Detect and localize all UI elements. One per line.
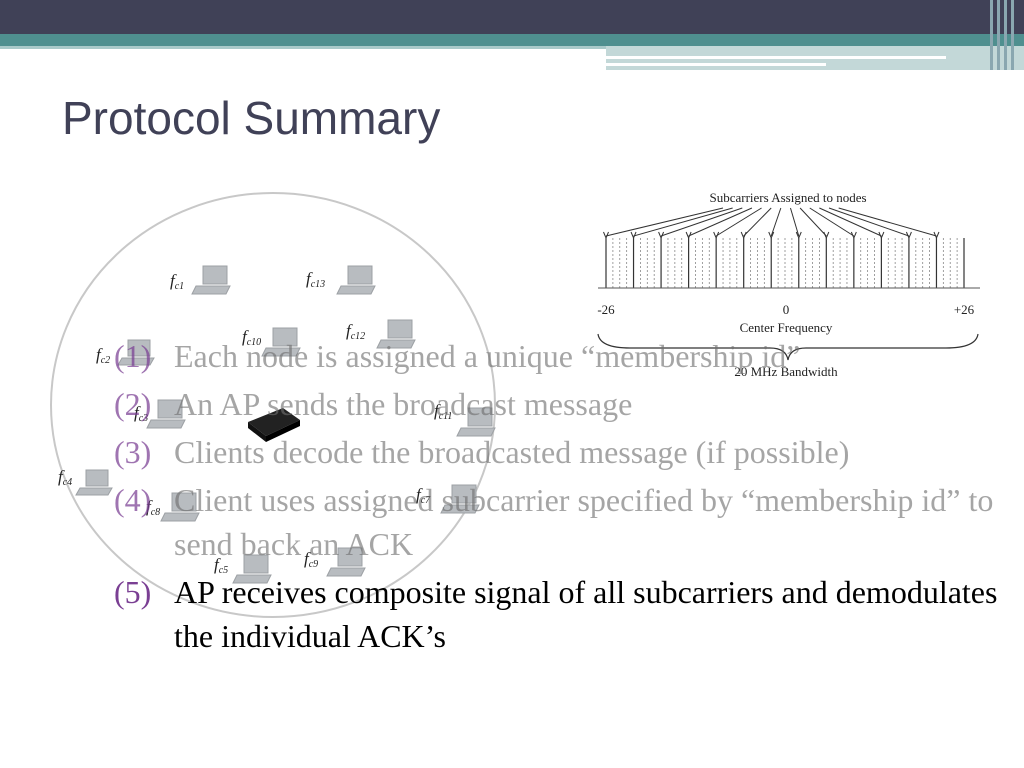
laptop-icon (75, 469, 113, 496)
list-item: (4) Client uses assigned subcarrier spec… (114, 478, 1014, 566)
laptop-icon (326, 547, 366, 577)
protocol-steps-list: (1) Each node is assigned a unique “memb… (114, 334, 1014, 662)
laptop-icon (336, 265, 376, 295)
assignment-arrow (799, 207, 827, 237)
assignment-arrow (660, 207, 743, 237)
node-label-c1: fc1 (170, 271, 184, 292)
header-accent-line (606, 56, 946, 59)
step-text: Clients decode the broadcasted message (… (174, 434, 850, 470)
step-number: (4) (114, 482, 152, 518)
list-item: (2) An AP sends the broadcast message (114, 382, 1014, 426)
node-label-c8: fc8 (146, 497, 160, 518)
assignment-arrow (688, 207, 753, 237)
node-label-c5: fc5 (214, 555, 228, 576)
laptop-icon (376, 319, 416, 349)
laptop-icon (191, 265, 231, 295)
bandwidth-brace (597, 333, 979, 361)
arrowhead (878, 231, 885, 240)
access-point-icon (248, 408, 300, 442)
arrowhead (933, 231, 940, 240)
node-label-c11: fc11 (434, 401, 452, 422)
assignment-arrow (819, 207, 882, 237)
assignment-arrows (603, 207, 940, 240)
arrowhead (603, 231, 609, 240)
assignment-arrow (633, 207, 733, 237)
arrowhead (658, 231, 665, 240)
laptop-icon (232, 554, 272, 584)
arrowhead (630, 231, 637, 240)
tick-left-label: -26 (597, 302, 615, 317)
assignment-arrow (715, 207, 762, 237)
list-item: (5) AP receives composite signal of all … (114, 570, 1014, 658)
tick-center-label: 0 (783, 302, 790, 317)
step-text: Client uses assigned subcarrier specifie… (174, 482, 994, 562)
list-item: (3) Clients decode the broadcasted messa… (114, 430, 1014, 474)
subcarrier-lines (605, 238, 965, 288)
step-number: (5) (114, 574, 152, 610)
laptop-icon (440, 484, 480, 514)
assignment-arrow (743, 207, 772, 237)
header-accent-line-2 (606, 63, 826, 66)
node-label-c2: fc2 (96, 345, 110, 366)
header-bar-dark (0, 0, 1024, 34)
arrowhead (905, 231, 912, 240)
step-text: An AP sends the broadcast message (174, 386, 633, 422)
node-label-c4: fc4 (58, 467, 72, 488)
header-bar-teal (0, 34, 1024, 46)
node-label-c10: fc10 (242, 327, 261, 348)
node-label-c12: fc12 (346, 321, 365, 342)
axis-label: Center Frequency (740, 320, 833, 335)
laptop-icon (261, 327, 301, 357)
assignment-arrow (605, 207, 724, 237)
step-text: Each node is assigned a unique “membersh… (174, 338, 801, 374)
laptop-icon (456, 407, 496, 437)
laptop-icon (160, 492, 200, 522)
tick-right-label: +26 (954, 302, 975, 317)
subcarrier-spectrum-diagram: Subcarriers Assigned to nodes -26 0 +26 … (597, 190, 980, 379)
header-bar-teal-thin (0, 46, 1024, 49)
node-label-c9: fc9 (304, 549, 318, 570)
assignment-arrow (828, 207, 910, 237)
arrowhead (823, 231, 830, 240)
slide-title: Protocol Summary (62, 92, 441, 144)
assignment-arrow (809, 207, 855, 237)
assignment-arrow (838, 207, 937, 237)
arrowhead (713, 231, 720, 240)
header-vertical-stripes (990, 0, 1024, 70)
bandwidth-label: 20 MHz Bandwidth (734, 364, 838, 379)
network-diagram: fc1 fc13 fc2 fc10 fc12 fc3 fc11 fc4 fc8 … (50, 192, 496, 618)
laptop-icon (117, 339, 155, 366)
assignment-arrow (789, 207, 800, 237)
node-label-c3: fc3 (134, 403, 148, 424)
node-label-c7: fc7 (416, 485, 431, 506)
spectrum-title: Subcarriers Assigned to nodes (709, 190, 866, 205)
step-number: (1) (114, 338, 152, 374)
node-label-c13: fc13 (306, 269, 325, 290)
step-number: (3) (114, 434, 152, 470)
coverage-circle (50, 192, 496, 618)
arrowhead (740, 231, 747, 240)
laptop-icon (146, 399, 186, 429)
arrowhead (850, 231, 857, 240)
step-number: (2) (114, 386, 152, 422)
step-text: AP receives composite signal of all subc… (174, 574, 998, 654)
arrowhead (685, 231, 692, 240)
list-item: (1) Each node is assigned a unique “memb… (114, 334, 1014, 378)
assignment-arrow (770, 207, 782, 237)
